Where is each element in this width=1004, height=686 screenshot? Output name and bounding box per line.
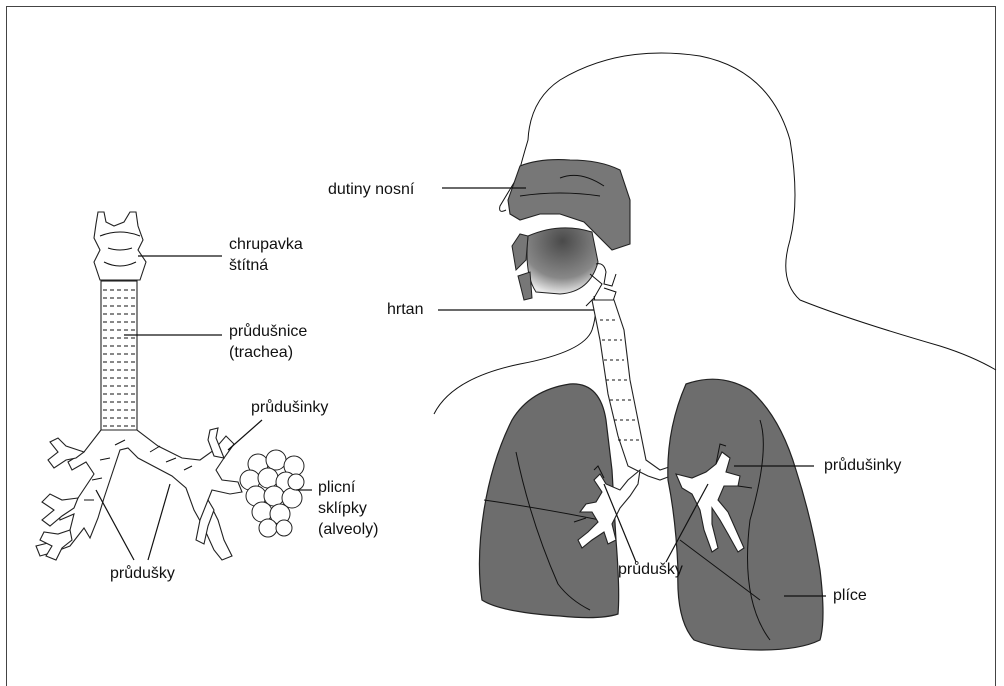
label-plicni-2: sklípky [318, 499, 367, 519]
label-hrtan: hrtan [387, 300, 423, 320]
label-plicni-1: plicní [318, 478, 355, 498]
label-chrupavka-1: chrupavka [229, 235, 303, 255]
label-prudusnice-2: (trachea) [229, 343, 293, 363]
label-plicni-3: (alveoly) [318, 520, 378, 540]
label-plice: plíce [833, 586, 867, 606]
label-prudusky-left: průdušky [110, 564, 175, 584]
label-dutiny-nosni: dutiny nosní [328, 180, 414, 200]
label-prudusinky-left: průdušinky [251, 398, 328, 418]
label-prudusinky-right: průdušinky [824, 456, 901, 476]
alveoli-cluster [240, 450, 304, 537]
label-prudusnice-1: průdušnice [229, 322, 307, 342]
label-prudusky-right: průdušky [618, 560, 683, 580]
left-bronchial-tree [36, 212, 312, 560]
label-chrupavka-2: štítná [229, 256, 268, 276]
right-torso [434, 53, 996, 650]
